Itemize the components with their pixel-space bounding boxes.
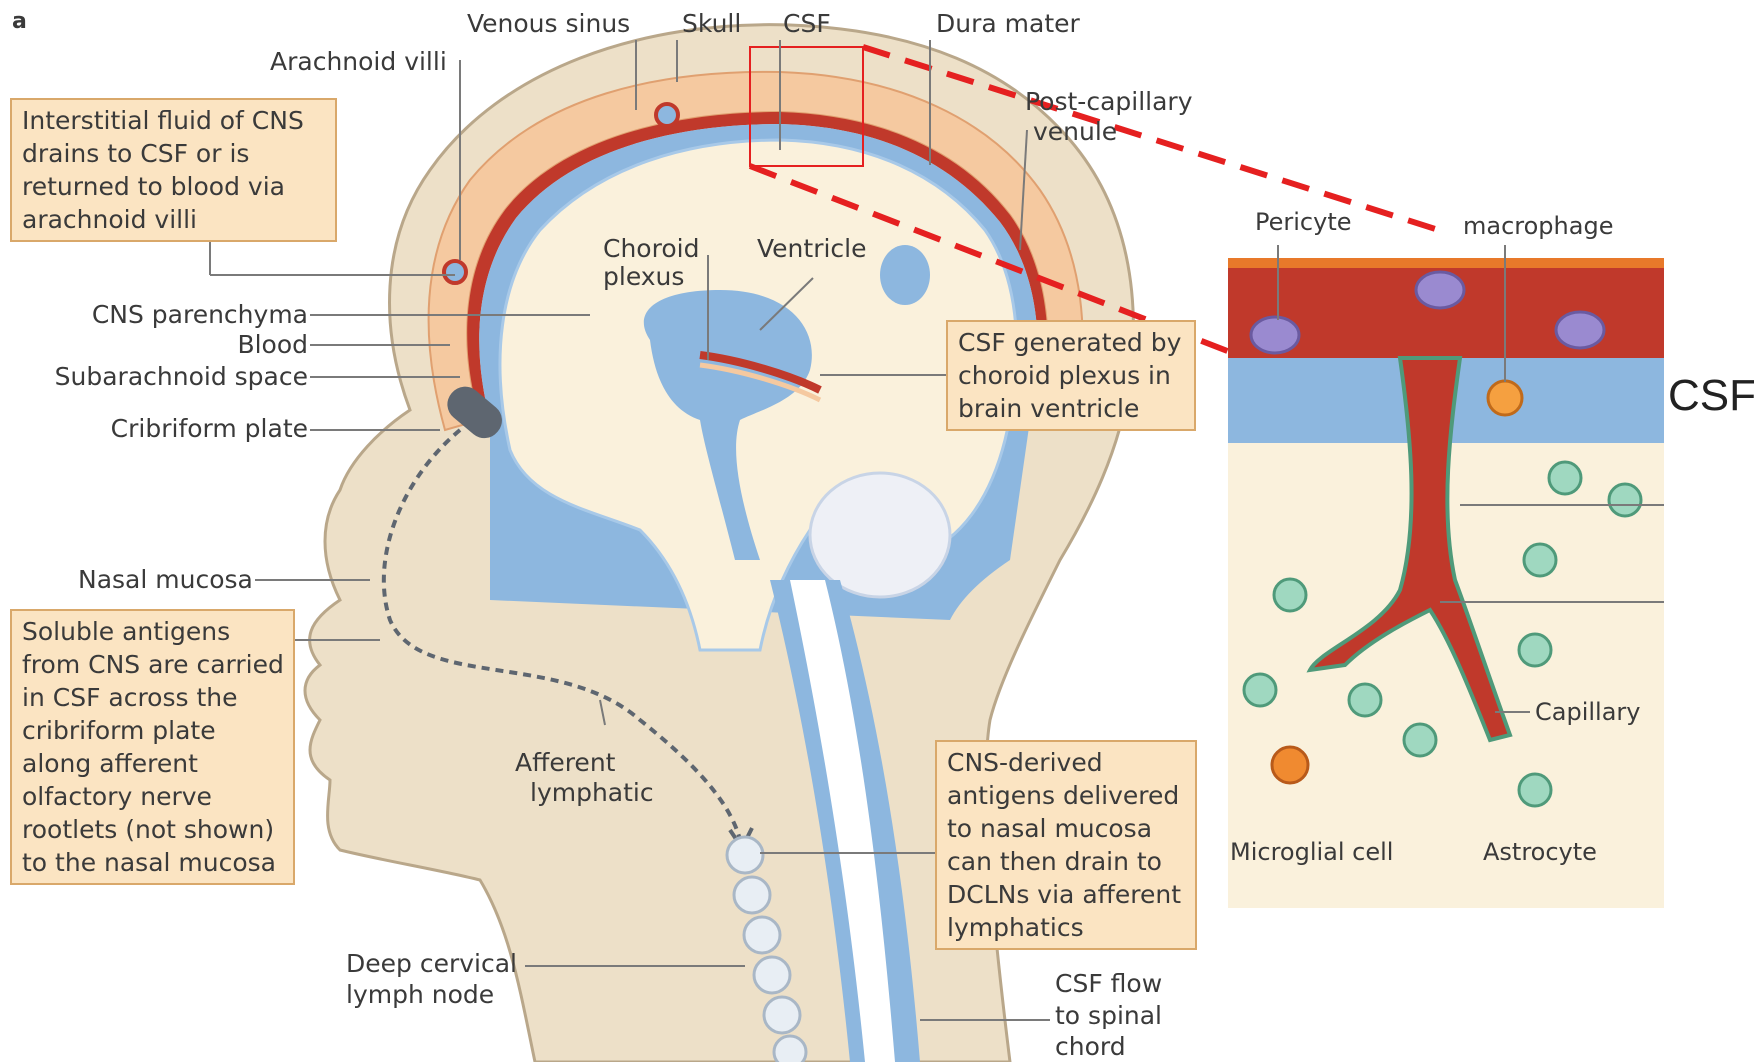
inset-label-macrophage: macrophage (1463, 212, 1613, 240)
astrocyte (1349, 684, 1381, 716)
label-to-spinal: to spinal (1055, 1002, 1162, 1030)
macrophage-cell (1488, 381, 1522, 415)
label-arachnoid-villi: Arachnoid villi (270, 48, 447, 76)
inset-label-astrocyte: Astrocyte (1483, 838, 1597, 866)
label-lymph-node: lymph node (346, 981, 494, 1009)
label-csf-top: CSF (783, 10, 831, 38)
box-csf-generated: CSF generated by choroid plexus in brain… (946, 320, 1196, 431)
arachnoid-villus-top (656, 104, 678, 126)
label-choroid: Choroid (603, 235, 699, 263)
microglial-cell (1272, 747, 1308, 783)
inset (1228, 245, 1664, 908)
astrocyte (1519, 774, 1551, 806)
astrocyte (1274, 579, 1306, 611)
label-subarachnoid-space: Subarachnoid space (20, 363, 308, 391)
cerebellum (810, 473, 950, 597)
label-csf-flow: CSF flow (1055, 970, 1162, 998)
label-ventricle: Ventricle (757, 235, 867, 263)
pericyte (1416, 272, 1464, 308)
label-plexus: plexus (603, 263, 684, 291)
pericyte (1556, 312, 1604, 348)
label-nasal-mucosa: Nasal mucosa (78, 566, 253, 594)
box-interstitial-fluid: Interstitial fluid of CNS drains to CSF … (10, 98, 337, 242)
inset-label-capillary: Capillary (1535, 698, 1640, 726)
venule-blob (880, 245, 930, 305)
label-chord: chord (1055, 1033, 1126, 1061)
label-post-capillary: Post-capillary (1025, 88, 1193, 116)
label-deep-cervical: Deep cervical (346, 950, 517, 978)
label-skull: Skull (682, 10, 741, 38)
label-blood: Blood (60, 331, 308, 359)
label-cribriform-plate: Cribriform plate (60, 415, 308, 443)
box-cns-derived: CNS-derived antigens delivered to nasal … (935, 740, 1197, 950)
label-venule: venule (1033, 118, 1117, 146)
label-dura-mater: Dura mater (936, 10, 1080, 38)
astrocyte (1609, 484, 1641, 516)
astrocyte (1244, 674, 1276, 706)
label-venous-sinus: Venous sinus (467, 10, 630, 38)
inset-label-pericyte: Pericyte (1255, 208, 1352, 236)
arachnoid-villus-side (444, 261, 466, 283)
astrocyte (1524, 544, 1556, 576)
pericyte (1251, 317, 1299, 353)
panel-letter: a (12, 8, 27, 36)
label-cns-parenchyma: CNS parenchyma (60, 301, 308, 329)
box-soluble-antigens: Soluble antigens from CNS are carried in… (10, 609, 295, 885)
inset-label-csf: CSF (1668, 371, 1754, 421)
label-lymphatic: lymphatic (530, 779, 654, 807)
astrocyte (1404, 724, 1436, 756)
astrocyte (1549, 462, 1581, 494)
inset-label-microglial-cell: Microglial cell (1230, 838, 1393, 866)
label-afferent: Afferent (515, 749, 615, 777)
astrocyte (1519, 634, 1551, 666)
